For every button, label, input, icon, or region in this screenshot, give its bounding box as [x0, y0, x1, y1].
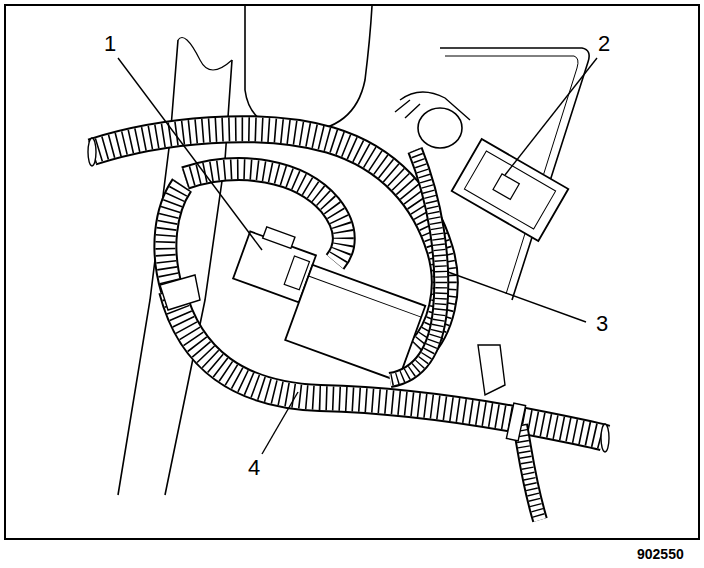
callout-number: 4	[246, 456, 262, 480]
callout-number: 3	[594, 312, 610, 336]
callout-number: 1	[102, 32, 118, 56]
callout-number: 2	[596, 32, 612, 56]
figure-code: 902550	[635, 546, 686, 562]
